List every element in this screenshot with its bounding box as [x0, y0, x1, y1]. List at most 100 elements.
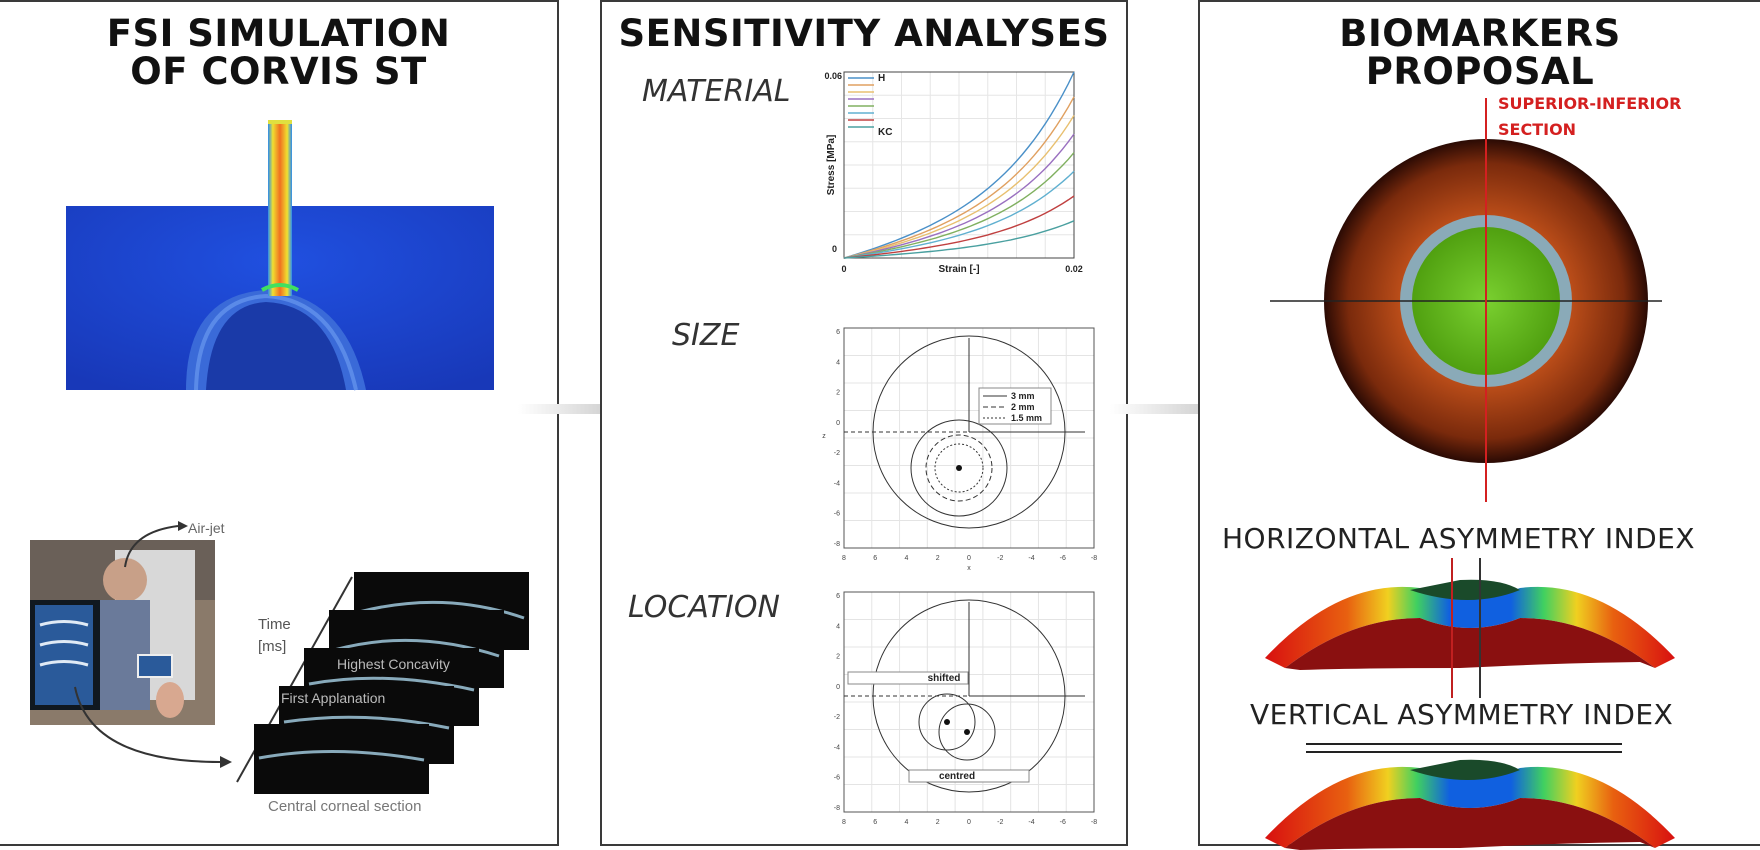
- time-label: Time: [258, 616, 291, 633]
- legend-box-centred: [908, 769, 1030, 783]
- x-axis-label: x: [967, 565, 971, 572]
- series-line-8: [843, 220, 1075, 259]
- y-tick-label: 4: [836, 623, 840, 630]
- section-arrow: [74, 686, 232, 768]
- plot-frame: [843, 591, 1095, 813]
- zone-centre: [956, 465, 962, 471]
- x-tick-label: -6: [1060, 555, 1066, 562]
- legend-label: 3 mm: [1011, 391, 1035, 401]
- x-axis-label: Strain [-]: [938, 264, 979, 275]
- y-tick-label: 6: [836, 329, 840, 336]
- zone-shifted: [918, 693, 976, 751]
- legend-label: 2 mm: [1011, 402, 1035, 412]
- y-tick-label: -8: [834, 805, 840, 812]
- series-line-6: [843, 170, 1075, 259]
- zone-shifted-centre: [944, 719, 950, 725]
- x-tick-label: -2: [997, 819, 1003, 826]
- panel-biomarkers-proposal: BIOMARKERS PROPOSAL SUPERIOR-INFERIOR SE…: [1198, 0, 1760, 850]
- y-tick-label: 6: [836, 593, 840, 600]
- y-tick-label: 0: [832, 244, 837, 254]
- cornea-map: [1270, 98, 1662, 502]
- y-tick-label: 0: [836, 684, 840, 691]
- panel-title-line1: FSI SIMULATION: [106, 12, 451, 55]
- section-label-line1: SUPERIOR-INFERIOR: [1498, 94, 1682, 113]
- plot-frame: [843, 327, 1095, 549]
- series-line-4: [843, 133, 1075, 259]
- zone-1-5mm: [934, 443, 984, 493]
- legend-top-label: H: [878, 73, 885, 84]
- zone-centred-centre: [964, 729, 970, 735]
- section-label-line2: SECTION: [1498, 120, 1577, 139]
- x-tick-label: 0.02: [1065, 264, 1083, 274]
- series-line-5: [843, 152, 1075, 259]
- material-label: MATERIAL: [642, 74, 791, 109]
- panel-title-line2: OF CORVIS ST: [130, 50, 427, 93]
- x-tick-label: -4: [1028, 555, 1034, 562]
- x-tick-label: -6: [1060, 819, 1066, 826]
- y-tick-label: 2: [836, 390, 840, 397]
- x-tick-label: 4: [905, 555, 909, 562]
- fsi-simulation-image: [66, 120, 494, 391]
- x-tick-label: -2: [997, 555, 1003, 562]
- panel-fsi-simulation: FSI SIMULATION OF CORVIS ST: [0, 0, 559, 846]
- x-tick-label: 6: [873, 819, 877, 826]
- material-stress-strain-chart: H KC 0.06 00 0.02 Strain [-] Stress [MPa]: [824, 71, 1083, 275]
- series-line-1: [843, 71, 1075, 259]
- x-tick-label: 2: [936, 555, 940, 562]
- horizontal-index-label: HORIZONTAL ASYMMETRY INDEX: [1222, 522, 1696, 555]
- zone-2mm: [925, 434, 993, 502]
- y-tick-label: -2: [834, 714, 840, 721]
- x-tick-label: 2: [936, 819, 940, 826]
- panel-sensitivity-analyses: SENSITIVITY ANALYSES MATERIAL SIZE LOCAT…: [600, 0, 1128, 846]
- panel-title: SENSITIVITY ANALYSES: [618, 12, 1110, 55]
- x-tick-label: 0: [967, 819, 971, 826]
- zone-3mm: [910, 419, 1008, 517]
- y-axis-label: Stress [MPa]: [826, 135, 837, 196]
- plot-frame: [843, 71, 1075, 259]
- central-section-label: Central corneal section: [268, 798, 422, 815]
- x-tick-label: 0: [967, 555, 971, 562]
- y-axis-label: z: [822, 433, 826, 440]
- time-unit-label: [ms]: [258, 638, 287, 655]
- corvis-patient-photo: [30, 540, 215, 725]
- highest-concavity-label: Highest Concavity: [337, 656, 450, 672]
- panel-title-line2: PROPOSAL: [1365, 50, 1595, 93]
- x-tick-label: 0: [841, 264, 846, 274]
- legend-label: 1.5 mm: [1011, 413, 1042, 423]
- y-tick-label: 4: [836, 359, 840, 366]
- y-tick-label: 2: [836, 654, 840, 661]
- y-tick-label: 0: [836, 420, 840, 427]
- x-tick-label: 6: [873, 555, 877, 562]
- y-tick-label: 0.06: [824, 71, 842, 81]
- x-tick-label: -4: [1028, 819, 1034, 826]
- location-label: LOCATION: [628, 590, 780, 625]
- y-tick-label: -8: [834, 541, 840, 548]
- x-tick-label: 4: [905, 819, 909, 826]
- y-tick-label: -4: [834, 744, 840, 751]
- series-line-7: [843, 195, 1075, 259]
- legend-bottom-label: KC: [878, 127, 892, 138]
- first-applanation-label: First Applanation: [281, 690, 386, 706]
- size-label: SIZE: [672, 318, 740, 353]
- vertical-asymmetry-profile: [1265, 743, 1675, 850]
- y-tick-label: -2: [834, 450, 840, 457]
- x-tick-label: 8: [842, 555, 846, 562]
- x-tick-label: 8: [842, 819, 846, 826]
- horizontal-asymmetry-profile: [1265, 558, 1675, 698]
- zone-centred: [938, 703, 996, 761]
- airjet-label: Air-jet: [188, 520, 225, 536]
- vertical-index-label: VERTICAL ASYMMETRY INDEX: [1250, 698, 1674, 731]
- legend-label-shifted: shifted: [928, 673, 961, 684]
- oct-frames-stack: [254, 572, 529, 794]
- airjet-arrow: [124, 521, 188, 568]
- legend-box-shifted: [847, 671, 969, 685]
- series-line-3: [843, 115, 1075, 259]
- series-line-2: [843, 96, 1075, 259]
- panel-title-line1: BIOMARKERS: [1339, 12, 1621, 55]
- y-tick-label: -6: [834, 775, 840, 782]
- x-tick-label: -8: [1091, 555, 1097, 562]
- y-tick-label: -4: [834, 480, 840, 487]
- legend-label-centred: centred: [939, 771, 975, 782]
